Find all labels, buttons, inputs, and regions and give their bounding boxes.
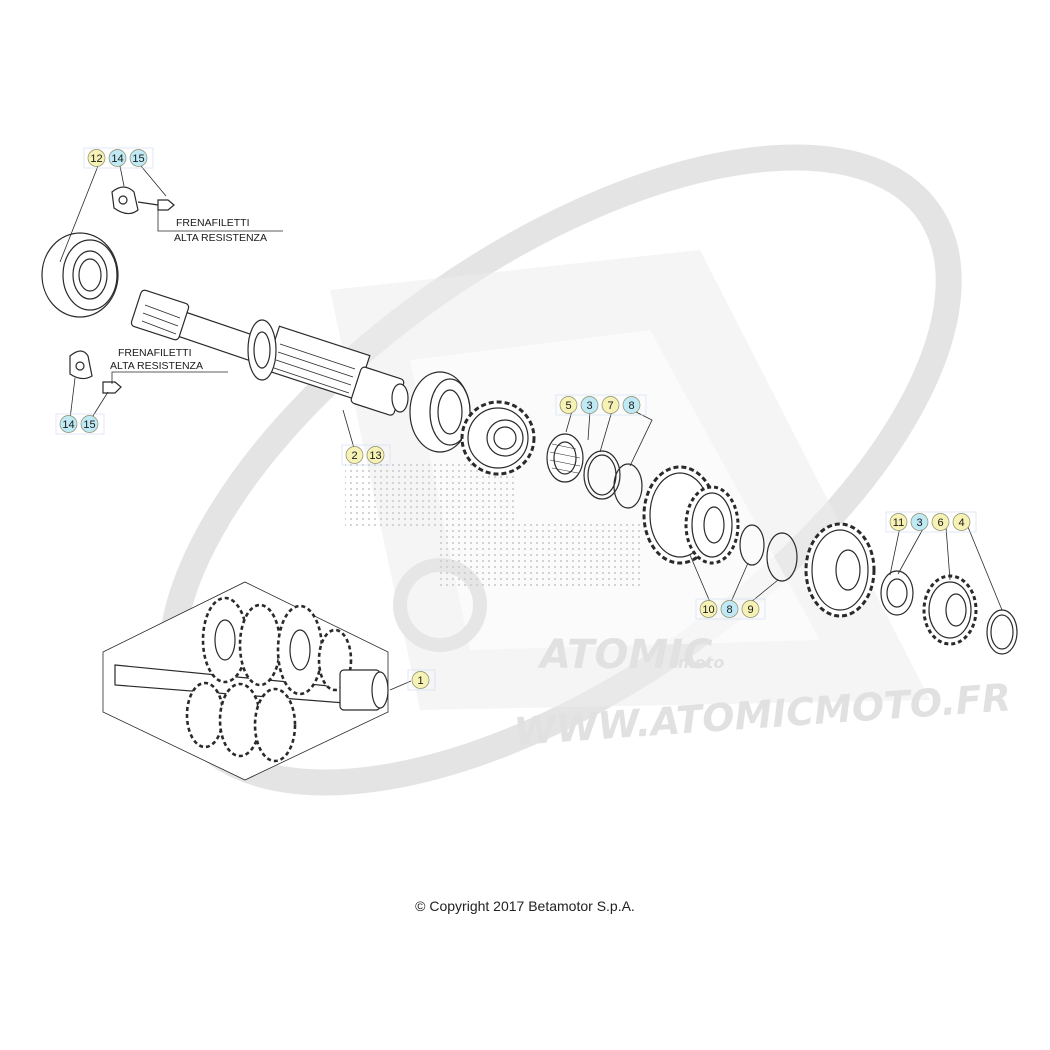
callout-group-assembly: 1 [407,669,436,691]
watermark-badge-dots-bottom [440,520,640,590]
note-mid-line1: FRENAFILETTI [118,347,192,359]
callout-number: 12 [90,153,102,165]
callout-badge [411,671,430,689]
callout-number: 14 [62,419,74,431]
callout-number: 10 [702,604,714,616]
note-top-line2: ALTA RESISTENZA [174,232,267,244]
callout-badge [366,446,385,464]
gear-double [642,465,740,565]
gear-mid [460,400,536,476]
ring-mid-a [583,450,621,500]
callout-badge [699,600,718,618]
watermark-brand-sub: moto [678,653,724,672]
callout-number: 3 [916,517,922,529]
callout-badge [129,149,148,167]
callout-number: 2 [351,450,357,462]
callout-group-lower-left: 14 15 [55,413,105,435]
needle-bearing-mid [546,433,584,483]
ring-mid-b [613,463,643,509]
callout-badge [741,600,760,618]
callout-number: 3 [586,400,592,412]
callout-badge [108,149,127,167]
watermark-brand: ATOMIC [537,632,712,678]
callout-number: 1 [417,675,423,687]
callout-number: 8 [628,400,634,412]
callout-badge [910,513,929,531]
parts [41,165,1018,781]
lock-plate-top [111,186,175,215]
callout-frame [555,394,647,416]
gearbox-assembly [114,596,389,763]
note-top-line1: FRENAFILETTI [176,217,250,229]
callout-badge [952,513,971,531]
lock-plate-lower [69,350,122,394]
circlip-a [739,524,765,566]
gear-small-right [922,574,978,646]
callout-frame [885,511,977,533]
callout-number: 5 [565,400,571,412]
callout-group-shaft: 2 13 [341,444,391,466]
callout-number: 7 [607,400,613,412]
main-shaft [130,289,409,416]
callout-badge [931,513,950,531]
callout-frame [407,669,436,691]
bearing-mid [409,371,471,453]
callout-number: 15 [132,153,144,165]
callout-badge [580,396,599,414]
callout-group-top: 12 14 15 [83,147,154,169]
note-mid-line2: ALTA RESISTENZA [110,360,203,372]
callout-badge [345,446,364,464]
threadlocker-note-mid: FRENAFILETTI ALTA RESISTENZA [110,347,203,372]
callout-number: 14 [111,153,123,165]
callout-badge [87,149,106,167]
callout-frame [83,147,154,169]
leader-lines [59,165,1003,691]
callout-badge [80,415,99,433]
copyright-notice: © Copyright 2017 Betamotor S.p.A. [415,898,635,914]
circlip-b [766,532,798,582]
callout-frame [55,413,105,435]
callout-number: 9 [747,604,753,616]
callout-number: 4 [958,517,964,529]
callout-number: 8 [726,604,732,616]
callout-badge [720,600,739,618]
needle-bearing-right [880,570,914,616]
gear-right [804,522,876,618]
callout-frame [341,444,391,466]
threadlocker-note-top: FRENAFILETTI ALTA RESISTENZA [174,217,267,244]
callout-number: 11 [893,517,904,529]
callout-number: 6 [937,517,943,529]
callout-number: 13 [369,450,381,462]
washer-right-inner [990,614,1014,650]
callout-badge [889,513,908,531]
callout-badge [622,396,641,414]
callout-badge [559,396,578,414]
callout-frame [695,598,766,620]
callout-group-gear-bottom: 10 8 9 [695,598,766,620]
callout-number: 15 [83,419,95,431]
callout-badge [59,415,78,433]
callout-tags: 12 14 15 14 15 2 13 5 3 7 8 10 8 9 11 3 6 4 1 [55,147,977,691]
bearing-large [41,232,119,318]
callout-group-mid: 5 3 7 8 [555,394,647,416]
callout-group-right: 11 3 6 4 [885,511,977,533]
callout-badge [601,396,620,414]
